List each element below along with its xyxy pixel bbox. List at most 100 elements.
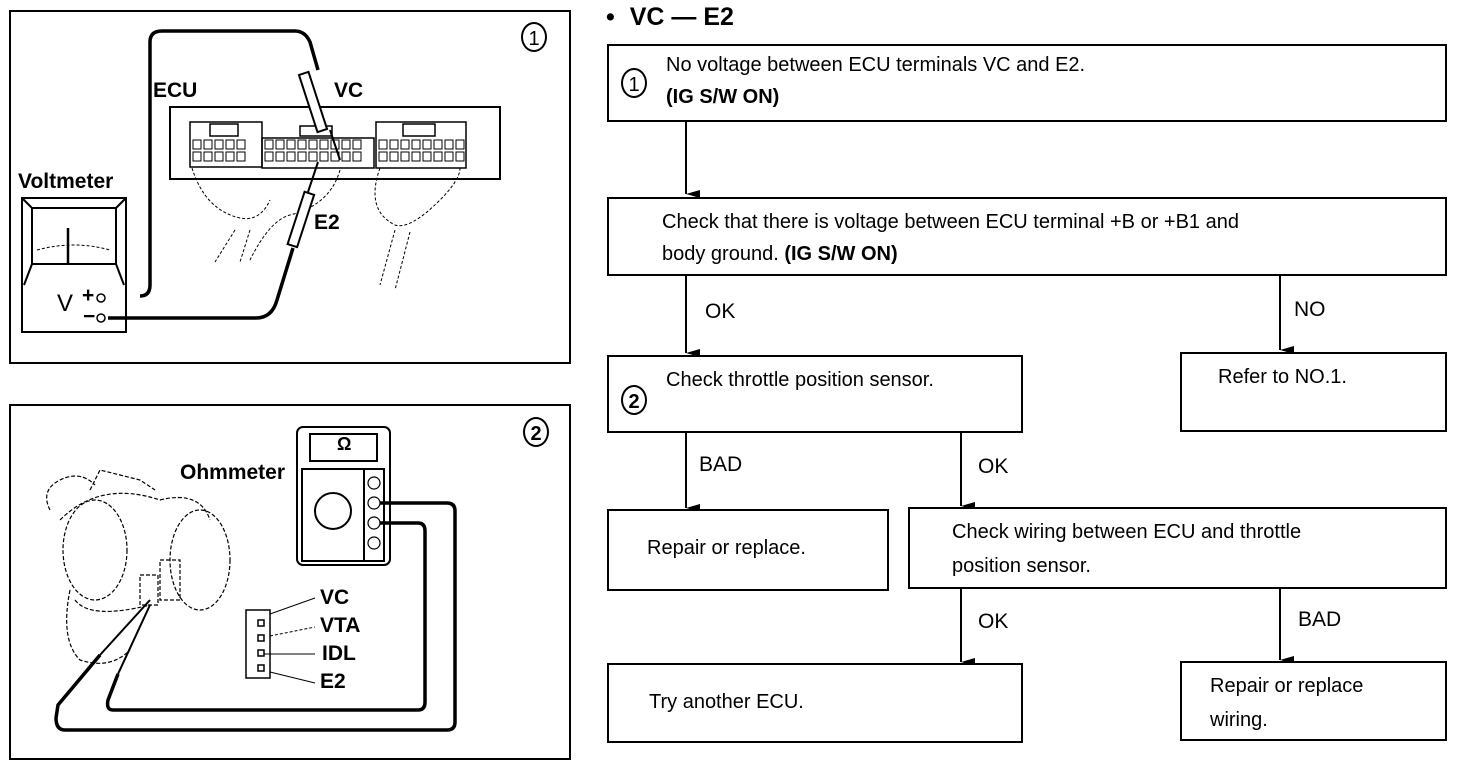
ecu-pin — [236, 151, 246, 162]
ecu-pin — [236, 139, 246, 150]
e2-probe — [108, 161, 319, 320]
ecu-pin — [444, 139, 454, 150]
ecu-pin — [214, 139, 224, 150]
meter-symbol-v: V — [57, 290, 74, 317]
ecu-pin — [297, 151, 307, 162]
ecu-pin — [308, 151, 318, 162]
ecu-pin — [225, 151, 235, 162]
branch-ok-3: OK — [978, 610, 1009, 633]
step-1-number: 1 — [621, 68, 647, 98]
ecu-pin — [203, 151, 213, 162]
step-1-text: No voltage between ECU terminals VC and … — [666, 54, 1086, 76]
ecu-pin — [275, 139, 285, 150]
branch-no-1: NO — [1294, 298, 1326, 321]
ecu-pin — [308, 139, 318, 150]
ecu-pin — [422, 151, 432, 162]
ohmmeter — [296, 426, 391, 566]
ohmmeter-leads — [54, 501, 457, 732]
ecu-pin — [203, 139, 213, 150]
pin-vta-label: VTA — [320, 614, 361, 637]
throttle-body — [46, 469, 231, 664]
ecu-pin — [192, 139, 202, 150]
ecu-pin — [286, 151, 296, 162]
ecu-pin — [389, 151, 399, 162]
check-power-line2: body ground. (IG S/W ON) — [662, 237, 898, 271]
ecu-pin — [433, 139, 443, 150]
minus-terminal-label: − — [83, 305, 96, 328]
refer-text: Refer to NO.1. — [1218, 366, 1347, 388]
pin-idl-label: IDL — [322, 642, 356, 665]
step-1-box: 1 No voltage between ECU terminals VC an… — [607, 44, 1447, 122]
step-1-condition: (IG S/W ON) — [666, 86, 780, 108]
ecu-pin — [422, 139, 432, 150]
figure-2-number: 2 — [523, 417, 549, 447]
ecu-pin — [378, 151, 388, 162]
pin-vc-label: VC — [320, 586, 350, 609]
ecu-pin — [444, 151, 454, 162]
ecu-pin — [330, 139, 340, 150]
ecu-pin — [411, 139, 421, 150]
figure-1-panel — [9, 10, 571, 364]
wire-harness — [191, 167, 461, 291]
check-power-condition: (IG S/W ON) — [784, 243, 898, 265]
ecu-pin — [352, 151, 362, 162]
ecu-pin — [341, 139, 351, 150]
check-power-line1: Check that there is voltage between ECU … — [662, 211, 1239, 233]
branch-ok-1: OK — [705, 300, 736, 323]
figure-1-number: 1 — [521, 22, 547, 52]
e2-label: E2 — [314, 211, 340, 234]
repair-wiring-box: Repair or replace wiring. — [1180, 661, 1447, 741]
ecu-pin — [192, 151, 202, 162]
try-another-ecu-box: Try another ECU. — [607, 663, 1023, 743]
vc-probe — [139, 29, 341, 298]
ecu-pin — [378, 139, 388, 150]
refer-box: Refer to NO.1. — [1180, 352, 1447, 432]
branch-ok-2: OK — [978, 455, 1009, 478]
check-power-box: Check that there is voltage between ECU … — [607, 197, 1447, 276]
ecu-pin — [286, 139, 296, 150]
ecu-pin — [400, 139, 410, 150]
ecu-pin — [319, 139, 329, 150]
step-2-number: 2 — [621, 385, 647, 415]
check-wiring-line1: Check wiring between ECU and throttle — [952, 521, 1302, 543]
section-heading: • VC — E2 — [606, 3, 734, 32]
ecu-pin — [297, 139, 307, 150]
step-2-text: Check throttle position sensor. — [666, 369, 934, 391]
check-wiring-box: Check wiring between ECU and throttle po… — [908, 507, 1447, 589]
ohmmeter-probes — [99, 599, 151, 675]
ecu-pin — [341, 151, 351, 162]
step-2-box: 2 Check throttle position sensor. — [607, 355, 1023, 433]
ecu-body — [169, 106, 501, 180]
ecu-pin — [319, 151, 329, 162]
ecu-connector-right — [375, 121, 467, 169]
figure-2-panel — [9, 404, 571, 760]
repair-replace-text: Repair or replace. — [647, 537, 806, 559]
check-wiring-line2: position sensor. — [952, 555, 1091, 577]
pin-e2-label: E2 — [320, 670, 346, 693]
branch-bad-2: BAD — [699, 453, 743, 476]
repair-replace-box: Repair or replace. — [607, 509, 889, 591]
ecu-pin — [225, 139, 235, 150]
plus-terminal-label: + — [82, 284, 95, 307]
branch-bad-3: BAD — [1298, 608, 1342, 631]
ecu-pin — [433, 151, 443, 162]
ecu-pin — [214, 151, 224, 162]
heading-bullet: • — [606, 3, 615, 31]
ecu-pin — [275, 151, 285, 162]
ecu-pin — [264, 151, 274, 162]
ecu-pin — [455, 139, 465, 150]
ecu-pin — [400, 151, 410, 162]
voltmeter-label: Voltmeter — [18, 170, 114, 193]
ohmmeter-label: Ohmmeter — [180, 461, 286, 484]
voltmeter — [21, 197, 127, 333]
ecu-label: ECU — [153, 79, 198, 102]
tps-connector — [245, 597, 316, 684]
repair-wiring-line1: Repair or replace — [1210, 675, 1364, 697]
repair-wiring-line2: wiring. — [1210, 709, 1268, 731]
vc-label: VC — [334, 79, 364, 102]
ecu-pin — [455, 151, 465, 162]
ecu-pin — [411, 151, 421, 162]
